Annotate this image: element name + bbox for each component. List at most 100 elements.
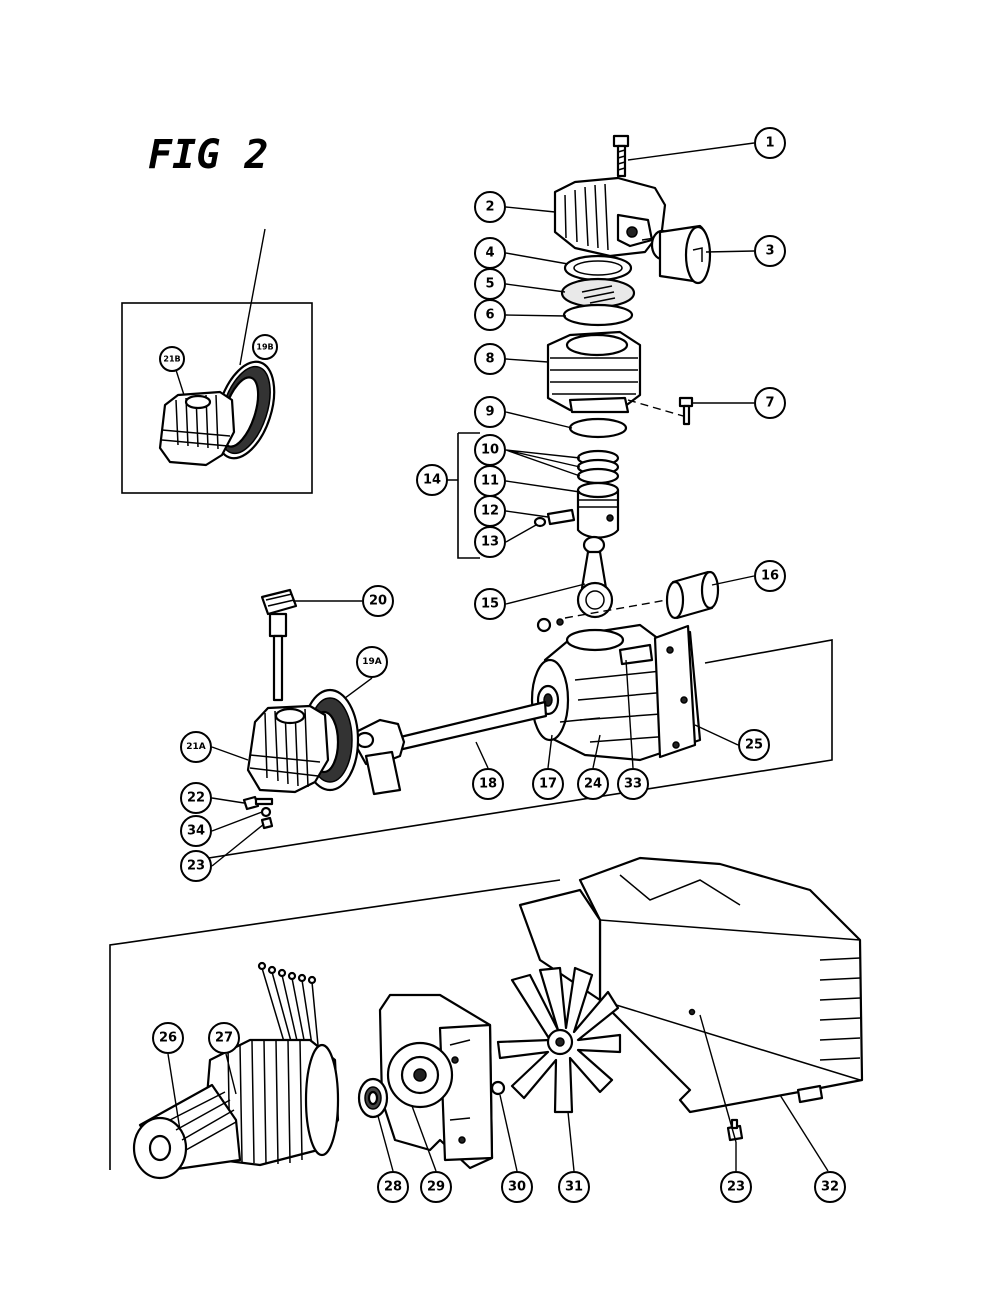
filter-part-3 — [641, 224, 712, 285]
motor-assembly-frame — [109, 879, 561, 1170]
callout-circle — [474, 191, 506, 223]
callout-circle — [617, 768, 649, 800]
nut-part-30 — [490, 1080, 506, 1096]
callout-label: 29 — [427, 1180, 445, 1195]
callout-label: 9 — [485, 405, 494, 420]
callout-label: 15 — [481, 597, 499, 612]
callout-circle — [180, 731, 212, 763]
callout-14: 14 — [416, 464, 448, 496]
callout-25: 25 — [738, 729, 770, 761]
callout-23: 23 — [180, 850, 212, 882]
callout-circle — [474, 588, 506, 620]
callout-9: 9 — [474, 396, 506, 428]
callout-32: 32 — [814, 1171, 846, 1203]
leader-lines — [167, 142, 829, 1172]
cylinder-part-8 — [546, 330, 642, 414]
callout-20: 20 — [362, 585, 394, 617]
callout-circle — [416, 464, 448, 496]
callout-29: 29 — [420, 1171, 452, 1203]
callout-label: 16 — [761, 569, 779, 584]
callout-label: 31 — [565, 1180, 583, 1195]
callout-circle — [208, 1022, 240, 1054]
callout-bubbles: 12345678910111213141516171819A19B2021A21… — [152, 127, 846, 1203]
callout-circle — [474, 526, 506, 558]
callout-circle — [532, 768, 564, 800]
callout-label: 11 — [481, 474, 499, 489]
wrist-pin-parts-12-13 — [533, 508, 576, 528]
callout-circle — [152, 1022, 184, 1054]
callout-33: 33 — [617, 768, 649, 800]
callout-17: 17 — [532, 768, 564, 800]
callout-circle — [814, 1171, 846, 1203]
motor-parts-26-27 — [132, 961, 340, 1180]
callout-8: 8 — [474, 343, 506, 375]
bolt-part-1 — [612, 134, 630, 178]
callout-label: 10 — [481, 443, 499, 458]
callout-1: 1 — [754, 127, 786, 159]
callout-label: 21B — [163, 355, 180, 364]
callout-circle — [180, 815, 212, 847]
callout-label: 1 — [765, 136, 774, 151]
callout-18: 18 — [472, 768, 504, 800]
cylinder-head-part-2 — [553, 176, 667, 258]
callout-label: 25 — [745, 738, 763, 753]
pump-assembly-frame — [195, 432, 833, 861]
connecting-rod-part-15 — [576, 535, 614, 619]
callout-label: 7 — [765, 396, 774, 411]
callout-circle — [180, 782, 212, 814]
callout-24: 24 — [577, 768, 609, 800]
callout-31: 31 — [558, 1171, 590, 1203]
callout-label: 24 — [584, 777, 602, 792]
callout-10: 10 — [474, 434, 506, 466]
callout-5: 5 — [474, 268, 506, 300]
callout-label: 19B — [256, 343, 273, 352]
callout-label: 23 — [727, 1180, 745, 1195]
callout-circle — [474, 343, 506, 375]
callout-27: 27 — [208, 1022, 240, 1054]
callout-16: 16 — [754, 560, 786, 592]
callout-23: 23 — [720, 1171, 752, 1203]
callout-7: 7 — [754, 387, 786, 419]
callout-label: 20 — [369, 594, 387, 609]
callout-circle — [558, 1171, 590, 1203]
callout-circle — [362, 585, 394, 617]
fan-part-31 — [496, 966, 622, 1114]
callout-19b: 19B — [252, 334, 278, 360]
callout-circle — [720, 1171, 752, 1203]
callout-circle — [377, 1171, 409, 1203]
callout-21b: 21B — [159, 346, 185, 372]
callout-circle — [754, 560, 786, 592]
callout-circle — [577, 768, 609, 800]
callout-3: 3 — [754, 235, 786, 267]
bearing-part-16 — [536, 570, 720, 633]
callout-label: 23 — [187, 859, 205, 874]
piston-rings-part-10 — [576, 449, 620, 485]
piston-part-11 — [576, 481, 620, 539]
callout-13: 13 — [474, 526, 506, 558]
end-cover-parts-19a-21a — [246, 688, 360, 794]
callout-label: 12 — [481, 504, 499, 519]
callout-label: 18 — [479, 777, 497, 792]
callout-19a: 19A — [356, 646, 388, 678]
callout-label: 21A — [186, 742, 206, 752]
callout-circle — [501, 1171, 533, 1203]
callout-circle — [754, 127, 786, 159]
callout-circle — [420, 1171, 452, 1203]
callout-circle — [159, 346, 185, 372]
callout-circle — [754, 235, 786, 267]
callout-label: 3 — [765, 244, 774, 259]
callout-11: 11 — [474, 465, 506, 497]
callout-label: 5 — [485, 277, 494, 292]
callout-6: 6 — [474, 299, 506, 331]
callout-label: 28 — [384, 1180, 402, 1195]
crankcase-parts-17-24-25-33 — [530, 623, 702, 762]
callout-30: 30 — [501, 1171, 533, 1203]
callout-circle — [252, 334, 278, 360]
callout-label: 19A — [362, 657, 382, 667]
callout-circle — [472, 768, 504, 800]
callout-label: 22 — [187, 791, 205, 806]
callout-21a: 21A — [180, 731, 212, 763]
callout-22: 22 — [180, 782, 212, 814]
callout-26: 26 — [152, 1022, 184, 1054]
